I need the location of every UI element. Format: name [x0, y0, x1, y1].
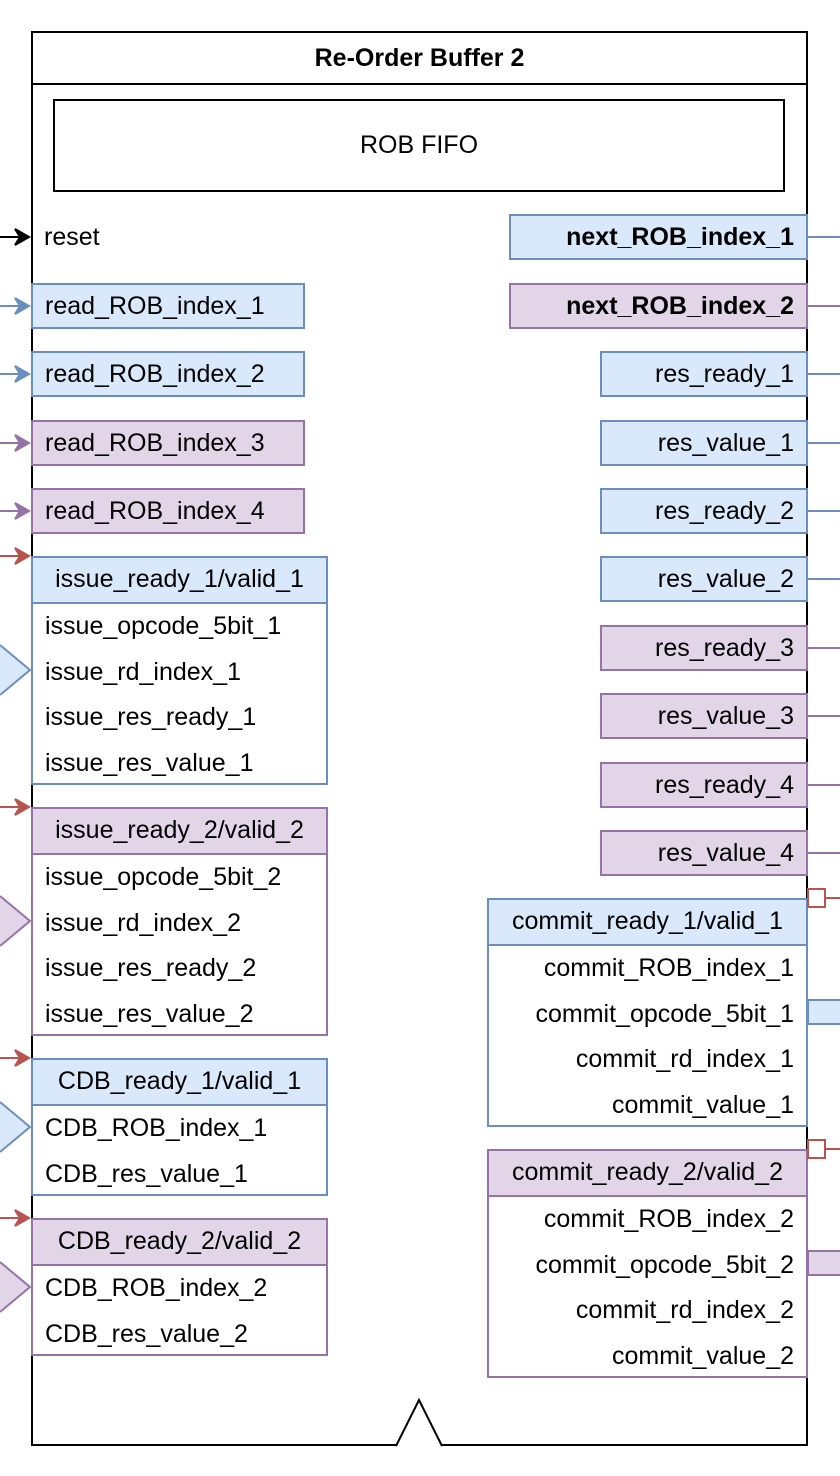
read-rob-index-2-port: read_ROB_index_2 — [31, 351, 305, 397]
issue-group-2-row: issue_res_value_2 — [45, 999, 254, 1028]
commit-group-1-row: commit_value_1 — [611, 1090, 794, 1119]
next-rob-index-1-port: next_ROB_index_1 — [509, 214, 808, 260]
cdb-group-2-header: CDB_ready_2/valid_2 — [33, 1220, 326, 1266]
cdb-group-2: CDB_ready_2/valid_2 CDB_ROB_index_2 CDB_… — [31, 1218, 328, 1356]
commit-group-2: commit_ready_2/valid_2 commit_ROB_index_… — [487, 1149, 808, 1378]
issue-group-2: issue_ready_2/valid_2 issue_opcode_5bit_… — [31, 807, 328, 1036]
title-divider — [31, 83, 808, 85]
reset-arrow — [0, 228, 32, 246]
commit-group-1-row: commit_ROB_index_1 — [543, 954, 794, 982]
issue-group-2-row: issue_res_ready_2 — [45, 954, 257, 982]
issue-valid-1-arrow — [0, 547, 32, 565]
issue-group-1-row: issue_res_value_1 — [45, 748, 254, 777]
commit-group-2-row: commit_ROB_index_2 — [543, 1205, 794, 1233]
read-rob-index-3-port: read_ROB_index_3 — [31, 420, 305, 466]
res-ready-4-port: res_ready_4 — [600, 762, 808, 808]
issue-group-1-header: issue_ready_1/valid_1 — [33, 558, 326, 604]
read-rob-index-3-arrow — [0, 434, 32, 452]
issue-valid-2-arrow — [0, 798, 32, 816]
issue-bundle-2-triangle — [0, 895, 32, 947]
commit-group-1-row: commit_rd_index_1 — [575, 1045, 794, 1073]
cdb-group-1: CDB_ready_1/valid_1 CDB_ROB_index_1 CDB_… — [31, 1058, 328, 1196]
issue-group-1: issue_ready_1/valid_1 issue_opcode_5bit_… — [31, 556, 328, 785]
cdb-bundle-1-triangle — [0, 1101, 32, 1153]
res-value-1-port: res_value_1 — [600, 420, 808, 466]
cdb-group-2-row: CDB_res_value_2 — [45, 1319, 248, 1348]
commit-group-1-header: commit_ready_1/valid_1 — [489, 900, 806, 946]
rob-fifo-label: ROB FIFO — [359, 131, 479, 159]
read-rob-index-4-port: read_ROB_index_4 — [31, 488, 305, 534]
issue-group-1-row: issue_res_ready_1 — [45, 703, 257, 731]
res-ready-2-port: res_ready_2 — [600, 488, 808, 534]
commit-group-2-row: commit_opcode_5bit_2 — [535, 1250, 795, 1279]
commit-group-2-row: commit_value_2 — [611, 1341, 794, 1370]
cdb-valid-2-arrow — [0, 1209, 32, 1227]
res-value-3-port: res_value_3 — [600, 693, 808, 739]
module-title: Re-Order Buffer 2 — [314, 44, 525, 72]
commit-group-2-header: commit_ready_2/valid_2 — [489, 1151, 806, 1197]
issue-bundle-1-triangle — [0, 644, 32, 696]
read-rob-index-4-arrow — [0, 502, 32, 520]
res-value-4-port: res_value_4 — [600, 830, 808, 876]
res-value-2-port: res_value_2 — [600, 556, 808, 602]
next-rob-index-2-port: next_ROB_index_2 — [509, 283, 808, 329]
commit-bundle-2-tab — [807, 1250, 840, 1276]
issue-group-2-row: issue_rd_index_2 — [45, 908, 241, 937]
res-ready-1-port: res_ready_1 — [600, 351, 808, 397]
commit-group-2-row: commit_rd_index_2 — [575, 1296, 794, 1324]
res-ready-3-port: res_ready_3 — [600, 625, 808, 671]
cdb-bundle-2-triangle — [0, 1261, 32, 1313]
commit-valid-2-square — [807, 1139, 840, 1159]
read-rob-index-1-arrow — [0, 297, 32, 315]
rob-fifo-box: ROB FIFO — [53, 99, 785, 192]
cdb-group-1-row: CDB_res_value_1 — [45, 1159, 248, 1188]
commit-bundle-1-tab — [807, 999, 840, 1025]
reset-label: reset — [44, 223, 100, 251]
read-rob-index-1-port: read_ROB_index_1 — [31, 283, 305, 329]
read-rob-index-2-arrow — [0, 365, 32, 383]
issue-group-1-row: issue_opcode_5bit_1 — [45, 612, 282, 640]
commit-group-1-row: commit_opcode_5bit_1 — [535, 999, 795, 1028]
commit-group-1: commit_ready_1/valid_1 commit_ROB_index_… — [487, 898, 808, 1127]
cdb-group-1-row: CDB_ROB_index_1 — [45, 1114, 268, 1142]
issue-group-2-row: issue_opcode_5bit_2 — [45, 863, 282, 891]
issue-group-1-row: issue_rd_index_1 — [45, 657, 241, 686]
commit-valid-1-square — [807, 888, 840, 908]
issue-group-2-header: issue_ready_2/valid_2 — [33, 809, 326, 855]
cdb-group-1-header: CDB_ready_1/valid_1 — [33, 1060, 326, 1106]
cdb-group-2-row: CDB_ROB_index_2 — [45, 1274, 268, 1302]
cdb-valid-1-arrow — [0, 1049, 32, 1067]
clock-triangle-icon — [395, 1397, 443, 1447]
